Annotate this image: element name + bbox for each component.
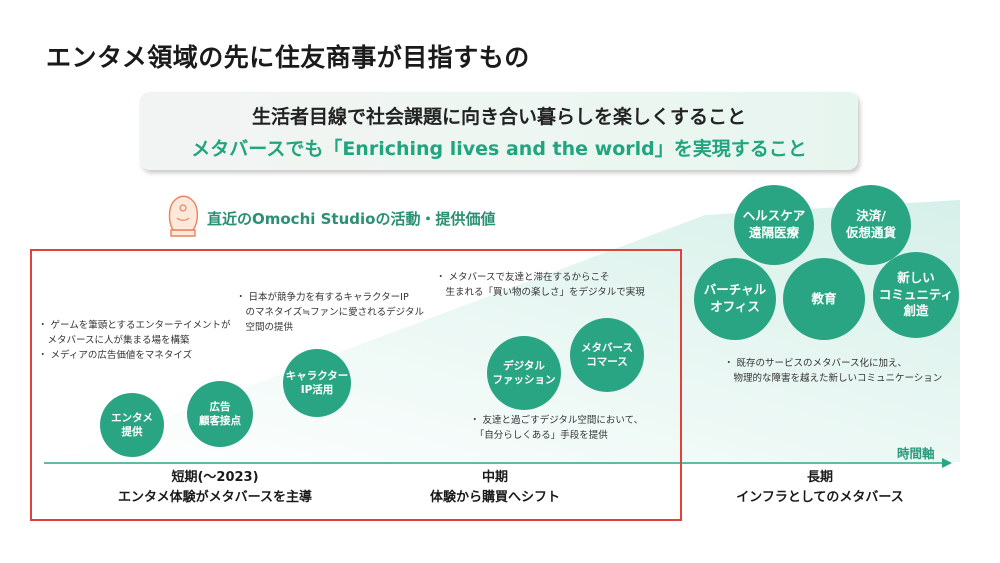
phase-long-subtitle: インフラとしてのメタバース <box>736 490 904 506</box>
phase-mid-term: 中期 体験から購買へシフト <box>410 468 580 508</box>
bullet-text: ・ メタバースで友達と滞在するからこそ <box>436 272 610 283</box>
bubble-payment: 決済/ 仮想通貨 <box>831 185 911 265</box>
bubble-education: 教育 <box>783 258 865 340</box>
bullet-text: 生まれる「買い物の楽しさ」をデジタルで実現 <box>436 287 645 299</box>
phase-mid-subtitle: 体験から購買へシフト <box>429 490 560 506</box>
bullet-text: 空間の提供 <box>236 322 294 334</box>
bubble-healthcare: ヘルスケア 遠隔医療 <box>734 185 814 265</box>
short-term-bullets: ・ ゲームを筆頭とするエンターテイメントが メタバースに人が集まる場を構築 ・ … <box>38 318 230 364</box>
banner-line-2: メタバースでも「Enriching lives and the world」を実… <box>191 138 807 160</box>
mid-term-top-bullets: ・ メタバースで友達と滞在するからこそ 生まれる「買い物の楽しさ」をデジタルで実… <box>436 270 645 300</box>
bubble-entertainment: エンタメ 提供 <box>100 393 164 457</box>
phase-short-term: 短期(～2023) エンタメ体験がメタバースを主導 <box>100 468 330 508</box>
mid-term-bottom-bullets: ・ 友達と過ごすデジタル空間において、 「自分らしくある」手段を提供 <box>470 413 643 443</box>
bullet-text: メタバースに人が集まる場を構築 <box>38 335 190 347</box>
time-axis-arrow-icon <box>942 458 952 468</box>
bubble-virtual-office: バーチャル オフィス <box>694 258 776 340</box>
time-axis-label: 時間軸 <box>897 446 935 461</box>
bubble-metaverse-commerce: メタバース コマース <box>570 318 644 392</box>
bullet-text: のマネタイズ≒ファンに愛されるデジタル <box>236 307 425 319</box>
bullet-text: 「自分らしくある」手段を提供 <box>470 430 608 442</box>
bubble-advertising: 広告 顧客接点 <box>187 381 253 447</box>
character-ip-bullets: ・ 日本が競争力を有するキャラクターIP のマネタイズ≒ファンに愛されるデジタル… <box>236 290 424 336</box>
bullet-text: ・ 友達と過ごすデジタル空間において、 <box>470 415 644 426</box>
bubble-digital-fashion: デジタル ファッション <box>487 336 561 410</box>
long-term-bullets: ・ 既存のサービスのメタバース化に加え、 物理的な障害を越えた新しいコミュニケー… <box>724 356 942 386</box>
omochi-mascot-icon <box>168 195 199 237</box>
studio-activity-label: 直近のOmochi Studioの活動・提供価値 <box>207 210 496 228</box>
mission-banner: 生活者目線で社会課題に向き合い暮らしを楽しくすること メタバースでも「Enric… <box>140 92 858 170</box>
bubble-community: 新しい コミュニティ 創造 <box>873 252 959 338</box>
bullet-text: 物理的な障害を越えた新しいコミュニケーション <box>724 373 943 385</box>
page-title: エンタメ領域の先に住友商事が目指すもの <box>46 43 530 72</box>
phase-long-title: 長期 <box>806 470 833 485</box>
phase-short-subtitle: エンタメ体験がメタバースを主導 <box>118 490 312 506</box>
omochi-studio-highlight-box <box>30 249 682 521</box>
bubble-character-ip: キャラクター IP活用 <box>283 349 351 417</box>
phase-long-term: 長期 インフラとしてのメタバース <box>720 468 920 508</box>
bullet-text: ・ ゲームを筆頭とするエンターテイメントが <box>38 320 231 331</box>
banner-line-1: 生活者目線で社会課題に向き合い暮らしを楽しくすること <box>251 106 746 128</box>
bullet-text: ・ 既存のサービスのメタバース化に加え、 <box>724 358 908 369</box>
phase-short-title: 短期(～2023) <box>171 470 259 485</box>
phase-mid-title: 中期 <box>481 470 508 485</box>
bullet-text: ・ 日本が競争力を有するキャラクターIP <box>236 292 409 303</box>
bullet-text: ・ メディアの広告価値をマネタイズ <box>38 350 193 362</box>
